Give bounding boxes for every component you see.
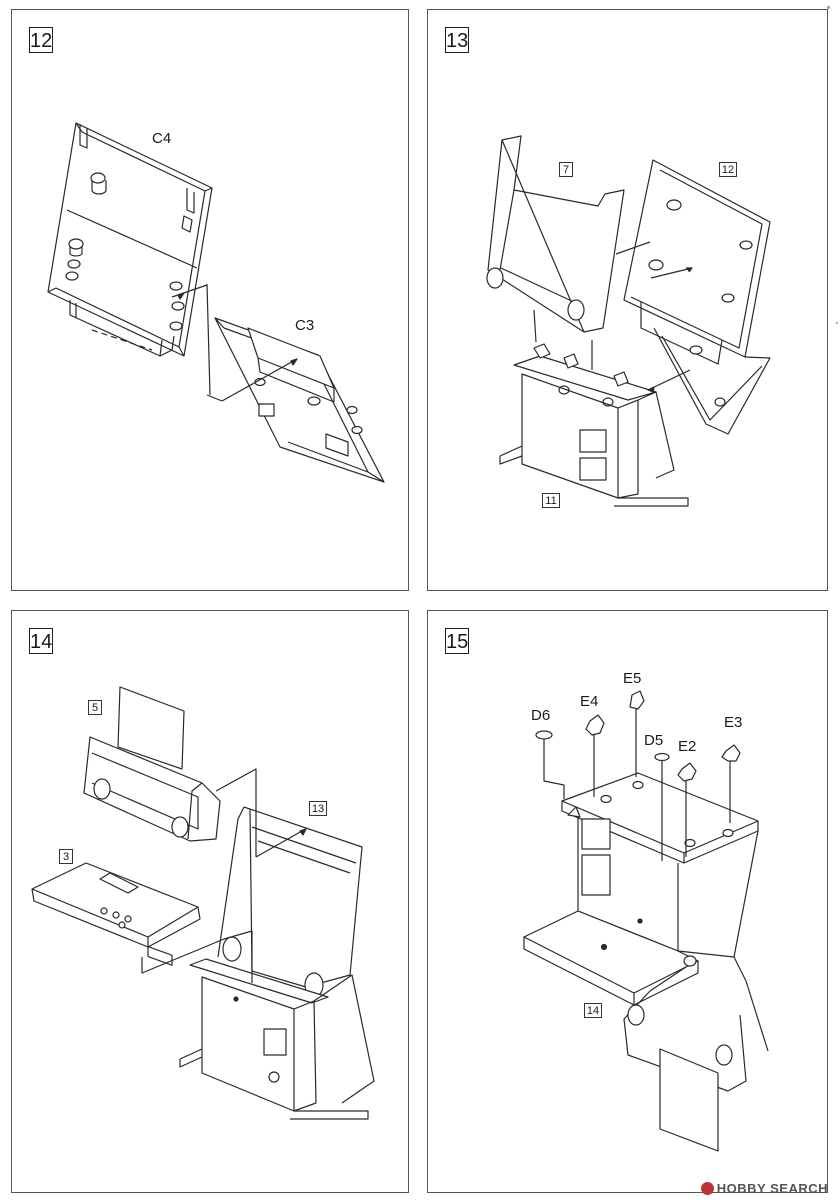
step-13-illustration	[486, 135, 771, 507]
cabinet-drawing	[523, 772, 769, 1152]
part-label-e5: E5	[623, 670, 642, 687]
assembly-guide-lines	[533, 241, 693, 393]
part-c4-drawing	[47, 122, 213, 357]
part-label-e2: E2	[678, 738, 697, 755]
part-7-drawing	[486, 135, 625, 333]
watermark-text: HOBBY SEARCH	[716, 1181, 828, 1196]
small-parts-drawing	[535, 690, 741, 782]
part-label-e3: E3	[724, 714, 743, 731]
part-ref-13: 13	[309, 801, 327, 816]
part-ref-12: 12	[719, 162, 737, 177]
part-12-drawing	[623, 159, 771, 435]
part-ref-5: 5	[88, 700, 102, 715]
part-label-c3: C3	[295, 317, 315, 334]
step-number: 13	[445, 27, 469, 53]
part-c3-drawing	[214, 317, 385, 483]
step-15-panel: 15	[427, 610, 828, 1193]
step-12-illustration	[47, 122, 385, 483]
assembly-guide-lines	[543, 717, 731, 861]
side-tick	[836, 322, 838, 324]
part-label-e4: E4	[580, 693, 599, 710]
corner-dot	[827, 6, 830, 9]
part-ref-11: 11	[542, 493, 560, 508]
step-14-panel: 14	[11, 610, 409, 1193]
watermark: HOBBY SEARCH	[700, 1181, 828, 1196]
part-ref-7: 7	[559, 162, 573, 177]
step-13-panel: 13	[427, 9, 828, 591]
step-number: 14	[29, 628, 53, 654]
hobby-search-logo-icon	[700, 1182, 714, 1195]
step-12-panel: 12	[11, 9, 409, 591]
part-label-d5: D5	[644, 732, 664, 749]
part-11-drawing	[499, 343, 689, 507]
step-15-illustration	[523, 690, 769, 1152]
part-label-c4: C4	[152, 130, 172, 147]
assembly-guide-lines	[141, 768, 307, 983]
part-ref-3: 3	[59, 849, 73, 864]
assembly-guide-lines	[171, 283, 298, 402]
part-ref-14: 14	[584, 1003, 602, 1018]
step-14-illustration	[31, 686, 375, 1120]
part-13-drawing	[179, 806, 375, 1120]
step-number: 12	[29, 27, 53, 53]
step-number: 15	[445, 628, 469, 654]
part-label-d6: D6	[531, 707, 551, 724]
part-3-drawing	[31, 862, 201, 966]
part-5-drawing	[83, 686, 221, 842]
